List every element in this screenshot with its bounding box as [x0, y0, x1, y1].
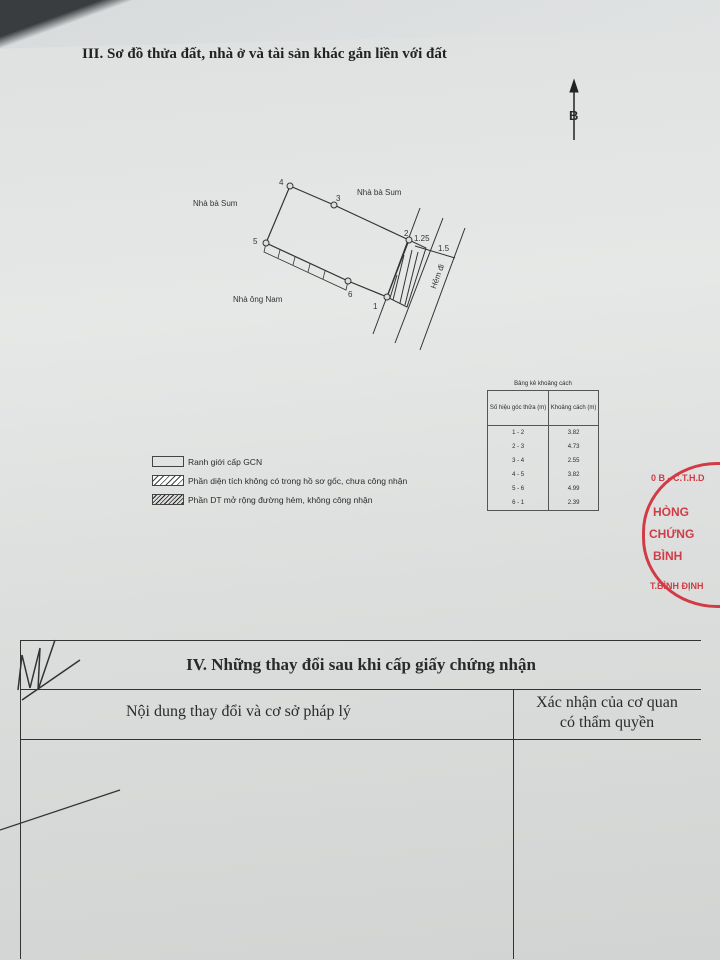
col-authority-confirmation: Xác nhận của cơ quan có thẩm quyền — [513, 693, 701, 733]
length: 4.73 — [548, 440, 599, 454]
col-authority-line2: có thẩm quyền — [559, 714, 655, 731]
legend-label: Ranh giới cấp GCN — [188, 456, 263, 467]
column-divider — [513, 689, 514, 959]
col-corner: Số hiệu góc thửa (m) — [486, 390, 550, 426]
document-page — [0, 30, 720, 960]
road-lines — [372, 207, 466, 351]
neighbor-bottom: Nhà ông Nam — [233, 295, 283, 304]
stamp-text: 0 B - C.T.H.D — [651, 473, 705, 483]
edge: 1 - 2 — [486, 425, 549, 440]
legend-item: Ranh giới cấp GCN — [152, 452, 407, 471]
neighbor-top-left: Nhà bà Sum — [193, 199, 238, 208]
length: 3.82 — [548, 468, 599, 482]
north-label: B — [569, 108, 579, 123]
legend-swatch-boundary — [152, 456, 184, 467]
stamp-text: T.BÌNH ĐỊNH — [650, 581, 704, 591]
legend-swatch-unrecognized — [152, 475, 184, 486]
dimension-2: 1.5 — [438, 244, 450, 253]
distance-table-caption: Bảng kê khoảng cách — [514, 381, 572, 387]
col-authority-line1: Xác nhận của cơ quan — [536, 694, 678, 711]
stamp-text: HÒNG — [653, 505, 689, 519]
legend-label: Phần DT mở rộng đường hẻm, không công nh… — [188, 494, 373, 505]
stamp-text: CHỨNG — [649, 527, 695, 541]
edge: 3 - 4 — [486, 454, 549, 468]
point-5: 5 — [253, 237, 258, 246]
length: 4.99 — [548, 482, 599, 496]
col-change-content: Nội dung thay đổi và cơ sở pháp lý — [126, 703, 351, 720]
section-3-title: III. Sơ đồ thửa đất, nhà ở và tài sản kh… — [82, 46, 447, 62]
section-4-table: IV. Những thay đổi sau khi cấp giấy chứn… — [20, 640, 701, 959]
distance-table: Bảng kê khoảng cách Số hiệu góc thửa (m)… — [486, 381, 599, 511]
edge: 4 - 5 — [486, 468, 549, 482]
section-4-title: IV. Những thay đổi sau khi cấp giấy chứn… — [21, 641, 701, 690]
edge: 2 - 3 — [486, 440, 549, 454]
dimension-1: 1.25 — [414, 234, 430, 243]
edge: 6 - 1 — [486, 496, 549, 511]
point-4: 4 — [279, 178, 284, 187]
stamp-text: BÌNH — [653, 549, 683, 563]
corner-markers — [262, 182, 413, 301]
legend: Ranh giới cấp GCN Phần diện tích không c… — [152, 452, 407, 509]
legend-item: Phần DT mở rộng đường hẻm, không công nh… — [152, 490, 407, 509]
edge: 5 - 6 — [486, 482, 549, 496]
north-arrow-icon — [569, 78, 579, 140]
length: 2.39 — [548, 496, 599, 511]
legend-item: Phần diện tích không có trong hồ sơ gốc,… — [152, 471, 407, 490]
point-1: 1 — [373, 302, 378, 311]
point-2: 2 — [404, 229, 409, 238]
point-3: 3 — [336, 194, 341, 203]
point-6: 6 — [348, 290, 353, 299]
legend-swatch-road — [152, 494, 184, 505]
length: 2.55 — [548, 454, 599, 468]
section-4-header-row: Nội dung thay đổi và cơ sở pháp lý Xác n… — [21, 689, 701, 740]
legend-label: Phần diện tích không có trong hồ sơ gốc,… — [188, 475, 408, 486]
col-distance: Khoảng cách (m) — [548, 390, 599, 426]
neighbor-top-right: Nhà bà Sum — [357, 188, 402, 197]
length: 3.82 — [548, 425, 599, 440]
